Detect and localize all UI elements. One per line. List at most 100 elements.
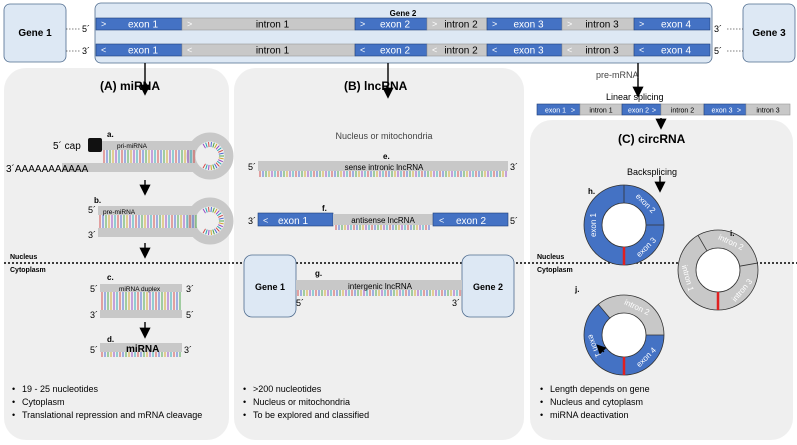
segment-label: exon 3 xyxy=(513,20,543,31)
duplex-3prime-b: 3´ xyxy=(90,310,98,320)
pri-strand-top xyxy=(102,141,197,150)
antisense-exon2-label: exon 2 xyxy=(456,216,486,227)
exon-arc xyxy=(623,224,664,265)
segment-boundary xyxy=(697,235,708,252)
segment-label: exon 4 xyxy=(661,46,691,57)
pri-base-pairs xyxy=(103,142,224,170)
segment-label: intron 1 xyxy=(589,108,612,115)
intron-arc xyxy=(698,230,758,267)
bullet-item: Translational repression and mRNA cleava… xyxy=(22,410,202,420)
ring-inner xyxy=(601,312,647,358)
chevron-right-icon: > xyxy=(567,19,572,29)
cap-icon xyxy=(88,138,102,152)
base-tick xyxy=(217,225,222,230)
base-tick xyxy=(217,147,222,152)
mature-3prime: 3´ xyxy=(184,345,192,355)
segment-label: exon 4 xyxy=(661,20,691,31)
bullet-marker: • xyxy=(540,410,543,420)
bullet-item: Nucleus or mitochondria xyxy=(253,397,350,407)
base-tick xyxy=(218,159,223,163)
bullet-item: 19 - 25 nucleotides xyxy=(22,384,99,394)
duplex-label: miRNA duplex xyxy=(119,286,161,293)
base-tick xyxy=(215,162,220,167)
bullet-marker: • xyxy=(243,410,246,420)
direction-arrow xyxy=(596,344,607,355)
chevron-left-icon: < xyxy=(360,45,365,55)
base-tick xyxy=(217,212,222,217)
sense-5prime: 5´ xyxy=(248,162,256,172)
segment-label: intron 3 xyxy=(585,20,619,31)
segment-label: intron 1 xyxy=(256,20,290,31)
antisense-3prime: 3´ xyxy=(248,216,256,226)
cap-label: 5´ cap xyxy=(53,140,81,152)
backsplicing-label: Backsplicing xyxy=(627,167,677,177)
pri-label: pri-miRNA xyxy=(117,143,148,150)
bullet-marker: • xyxy=(540,384,543,394)
base-tick xyxy=(215,210,220,215)
antisense-ticks xyxy=(335,225,430,230)
bullet-item: Cytoplasm xyxy=(22,397,65,407)
chevron-right-icon: > xyxy=(187,19,192,29)
chevron-right-icon: > xyxy=(639,19,644,29)
segment-label: intron 2 xyxy=(671,108,694,115)
intron-segment xyxy=(745,103,791,116)
base-tick xyxy=(210,207,212,213)
duplex-bottom xyxy=(100,310,182,318)
antisense-strand xyxy=(333,214,433,225)
intergenic-gene1-label: Gene 1 xyxy=(255,282,285,292)
pre-3prime: 3´ xyxy=(88,230,96,240)
bullet-item: Nucleus and cytoplasm xyxy=(550,397,643,407)
chevron-left-icon: < xyxy=(432,45,437,55)
gene2-strand-reverse: exon 1<intron 1<exon 2<intron 2<exon 3<i… xyxy=(95,43,711,57)
sense-strand xyxy=(258,161,508,171)
ring-inner xyxy=(601,202,647,248)
pre-strand-bottom xyxy=(98,228,197,237)
mature-strand xyxy=(100,343,182,352)
label-g: g. xyxy=(315,269,322,278)
pre-base-pairs xyxy=(99,207,224,235)
base-tick xyxy=(215,145,220,150)
bullet-marker: • xyxy=(12,397,15,407)
arc-label: exon 1 xyxy=(589,212,598,237)
label-e: e. xyxy=(383,152,390,161)
duplex-base-pairs xyxy=(101,292,181,310)
intergenic-3prime: 3´ xyxy=(452,298,460,308)
gene2-strand-forward: exon 1>intron 1>exon 2>intron 2>exon 3>i… xyxy=(95,17,711,31)
base-tick xyxy=(212,142,215,148)
chevron-left-icon: < xyxy=(567,45,572,55)
antisense-exon1-label: exon 1 xyxy=(278,216,308,227)
base-tick xyxy=(218,214,223,218)
top-3prime-right: 3´ xyxy=(714,24,722,34)
top-5prime-right: 5´ xyxy=(714,46,722,56)
polya-label: 3´AAAAAAAAAAA xyxy=(6,163,89,175)
gene3-box xyxy=(742,3,796,63)
nucleus-label-left: Nucleus xyxy=(10,254,37,261)
segment-label: exon 2 xyxy=(628,108,649,115)
base-tick xyxy=(205,142,208,148)
bullet-marker: • xyxy=(243,384,246,394)
mature-5prime: 5´ xyxy=(90,345,98,355)
exon-arc xyxy=(584,185,625,265)
premrna-label: pre-mRNA xyxy=(596,70,639,80)
bullet-item: miRNA deactivation xyxy=(550,410,629,420)
base-tick xyxy=(218,224,223,228)
sense-ticks xyxy=(259,171,507,177)
chevron-right-icon: > xyxy=(360,19,365,29)
lncrna-title: (B) lncRNA xyxy=(344,79,408,93)
base-tick xyxy=(217,160,222,165)
exon-segment xyxy=(633,17,711,31)
chevron-right-icon: > xyxy=(571,108,575,115)
chevron-left-icon: < xyxy=(439,216,444,226)
mature-ticks xyxy=(101,352,181,357)
base-tick xyxy=(208,142,210,148)
base-tick xyxy=(214,228,218,234)
label-c: c. xyxy=(107,273,114,282)
top-5prime: 5´ xyxy=(82,24,90,34)
label-j: j. xyxy=(574,285,579,294)
duplex-5prime-b: 5´ xyxy=(186,310,194,320)
chevron-left-icon: < xyxy=(187,45,192,55)
gene1-label: Gene 1 xyxy=(18,28,52,39)
bullet-marker: • xyxy=(243,397,246,407)
lncrna-bullets: •>200 nucleotides•Nucleus or mitochondri… xyxy=(243,384,369,420)
